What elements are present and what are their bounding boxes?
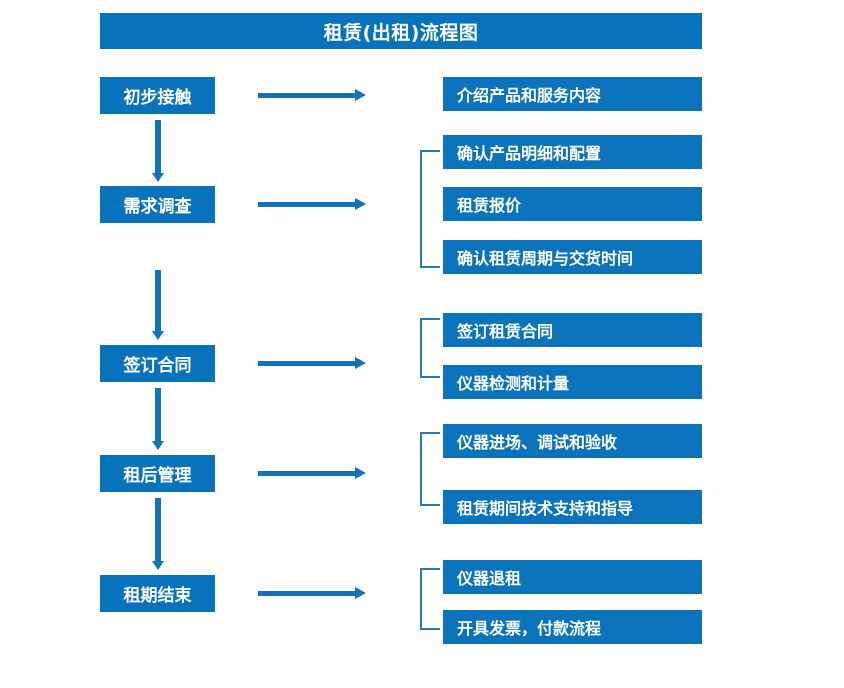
down-arrow-icon-3 [152, 388, 164, 450]
detail-box-confirm-period[interactable]: 确认租赁周期与交货时间 [443, 240, 702, 274]
page-title: 租赁(出租)流程图 [100, 13, 702, 49]
detail-box-instrument-test[interactable]: 仪器检测和计量 [443, 365, 702, 399]
group-bracket-icon-contract [420, 318, 440, 378]
group-bracket-icon-demand [420, 150, 440, 268]
stage-box-post-rent-mgmt[interactable]: 租后管理 [100, 455, 215, 492]
right-arrow-icon-3 [258, 357, 366, 369]
stage-box-demand-survey[interactable]: 需求调查 [100, 186, 215, 223]
detail-box-intro-products[interactable]: 介绍产品和服务内容 [443, 77, 702, 111]
detail-box-rental-quote[interactable]: 租赁报价 [443, 187, 702, 221]
detail-box-instrument-return[interactable]: 仪器退租 [443, 560, 702, 594]
detail-box-sign-lease[interactable]: 签订租赁合同 [443, 313, 702, 347]
stage-box-initial-contact[interactable]: 初步接触 [100, 77, 215, 114]
down-arrow-icon-2 [152, 270, 164, 340]
detail-box-onsite-commission[interactable]: 仪器进场、调试和验收 [443, 424, 702, 458]
down-arrow-icon-1 [152, 120, 164, 182]
right-arrow-icon-5 [258, 587, 366, 599]
detail-box-invoice-payment[interactable]: 开具发票，付款流程 [443, 610, 702, 644]
detail-box-confirm-spec[interactable]: 确认产品明细和配置 [443, 135, 702, 169]
stage-box-sign-contract[interactable]: 签订合同 [100, 345, 215, 382]
group-bracket-icon-postrent [420, 432, 440, 506]
stage-box-lease-end[interactable]: 租期结束 [100, 575, 215, 612]
down-arrow-icon-4 [152, 498, 164, 570]
right-arrow-icon-1 [258, 89, 366, 101]
right-arrow-icon-4 [258, 467, 366, 479]
group-bracket-icon-leaseend [420, 568, 440, 630]
detail-box-tech-support[interactable]: 租赁期间技术支持和指导 [443, 490, 702, 524]
right-arrow-icon-2 [258, 198, 366, 210]
